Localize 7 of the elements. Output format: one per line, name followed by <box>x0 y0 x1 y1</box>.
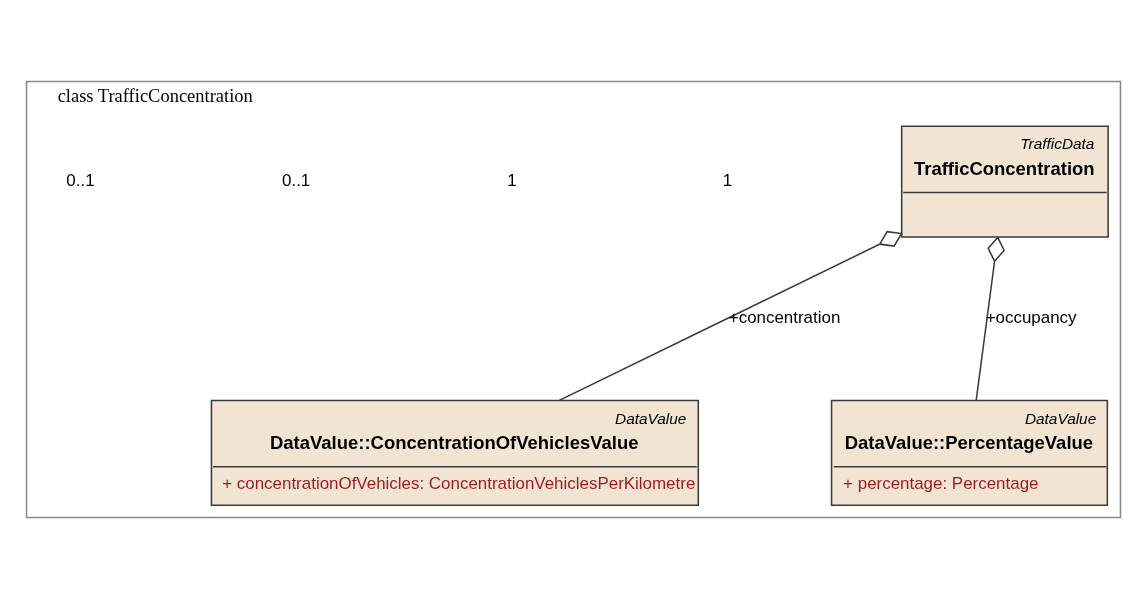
label: 1 <box>722 170 733 190</box>
label: 0..1 <box>66 170 95 190</box>
connector <box>975 236 1005 402</box>
edge-label: +concentration <box>728 308 841 328</box>
label: 0..1 <box>282 170 311 190</box>
label: 1 <box>507 170 517 190</box>
connector <box>558 230 903 402</box>
